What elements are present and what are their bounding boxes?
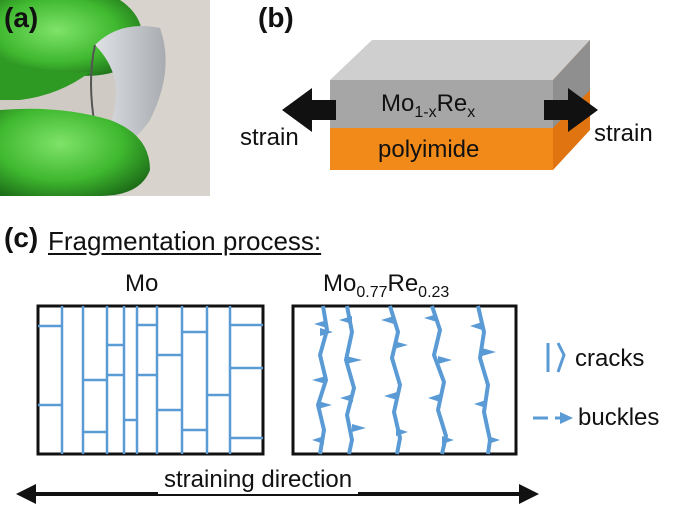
- strain-label-left: strain: [240, 124, 299, 151]
- more-buckles: [312, 314, 500, 444]
- panel-b-label: (b): [258, 2, 294, 33]
- polyimide-layer: [330, 128, 553, 170]
- metal-layer-label: Mo1-xRex: [381, 90, 476, 121]
- strain-label-right: strain: [594, 120, 653, 147]
- legend-buckles-icon: [533, 412, 573, 424]
- polyimide-label: polyimide: [378, 136, 480, 163]
- straining-direction-label: straining direction: [158, 466, 359, 494]
- panel-a-label: (a): [4, 2, 39, 33]
- legend-cracks-label: cracks: [575, 345, 645, 372]
- strain-arrow-left: [282, 88, 336, 132]
- metal-top-face: [330, 40, 590, 80]
- photo-illustration: [0, 0, 210, 196]
- straining-direction-arrow: [16, 484, 539, 504]
- mo-film-box: [36, 304, 265, 456]
- mo-title: Mo: [125, 270, 159, 297]
- more-film-box: [291, 304, 518, 456]
- mo-crack-pattern: [38, 306, 263, 454]
- more-title: Mo0.77Re0.23: [323, 270, 450, 301]
- panel-c-title: Fragmentation process:: [48, 226, 322, 256]
- legend-buckles-label: buckles: [578, 404, 660, 431]
- layer-block: [330, 40, 590, 170]
- strain-arrow-right: [544, 88, 598, 132]
- metal-layer: [330, 80, 553, 128]
- legend-cracks-icon: [546, 342, 566, 373]
- panel-c-label: (c): [4, 222, 39, 253]
- panel-a-photo: [0, 0, 210, 196]
